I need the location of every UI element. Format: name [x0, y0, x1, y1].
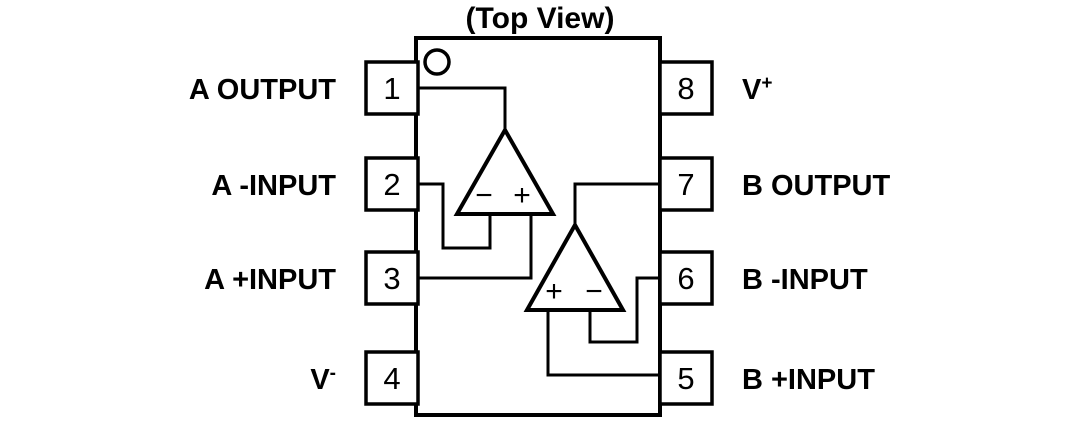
- wire-pin3-noninverting-a: [416, 212, 533, 280]
- opamp-a-symbol: [453, 125, 557, 216]
- pin-number-6: 6: [677, 261, 694, 296]
- pin-number-1: 1: [383, 71, 400, 106]
- pin-number-7: 7: [677, 167, 694, 202]
- pin-box-6: [658, 250, 714, 306]
- left-pin-boxes: 1 2 3 4: [364, 60, 420, 406]
- pin-label-2: A -INPUT: [211, 170, 336, 202]
- pin-box-4: [364, 350, 420, 406]
- right-pin-boxes: 8 7 6 5: [658, 60, 714, 406]
- pin-number-4: 4: [383, 361, 400, 396]
- right-pin-labels: V+ B OUTPUT B -INPUT B +INPUT: [742, 73, 891, 396]
- pin-label-5: B +INPUT: [742, 364, 875, 396]
- pin-number-2: 2: [383, 167, 400, 202]
- diagram-title: (Top View): [466, 2, 615, 35]
- wire-pin7-output-b: [573, 182, 662, 227]
- pin-box-2: [364, 156, 420, 212]
- opamp-b-noninverting-sign: +: [545, 275, 563, 308]
- opamp-a-inverting-sign: −: [475, 179, 493, 212]
- pin-one-marker-icon: [423, 48, 451, 76]
- pin-label-1: A OUTPUT: [189, 74, 336, 106]
- wire-pin5-noninverting-b: [546, 308, 662, 377]
- opamp-a-noninverting-sign: +: [513, 179, 531, 212]
- pin-number-5: 5: [677, 361, 694, 396]
- opamp-b-symbol: [523, 220, 627, 312]
- left-pin-labels: A OUTPUT A -INPUT A +INPUT V-: [189, 74, 336, 396]
- pin-number-3: 3: [383, 261, 400, 296]
- pin-box-3: [364, 250, 420, 306]
- pin-box-8: [658, 60, 714, 116]
- wire-pin2-inverting-a: [416, 182, 492, 250]
- pin-label-8: V+: [742, 73, 772, 106]
- pin-box-1: [364, 60, 420, 116]
- pin-number-8: 8: [677, 71, 694, 106]
- opamp-b-inverting-sign: −: [585, 275, 603, 308]
- wire-pin1-output-a: [416, 86, 507, 132]
- pin-box-5: [658, 350, 714, 406]
- pin-label-7: B OUTPUT: [742, 170, 891, 202]
- chip-body-outline: [414, 36, 662, 417]
- pin-label-3: A +INPUT: [204, 264, 336, 296]
- pin-label-6: B -INPUT: [742, 264, 868, 296]
- pin-label-4: V-: [310, 363, 336, 396]
- wire-pin6-inverting-b: [588, 276, 662, 344]
